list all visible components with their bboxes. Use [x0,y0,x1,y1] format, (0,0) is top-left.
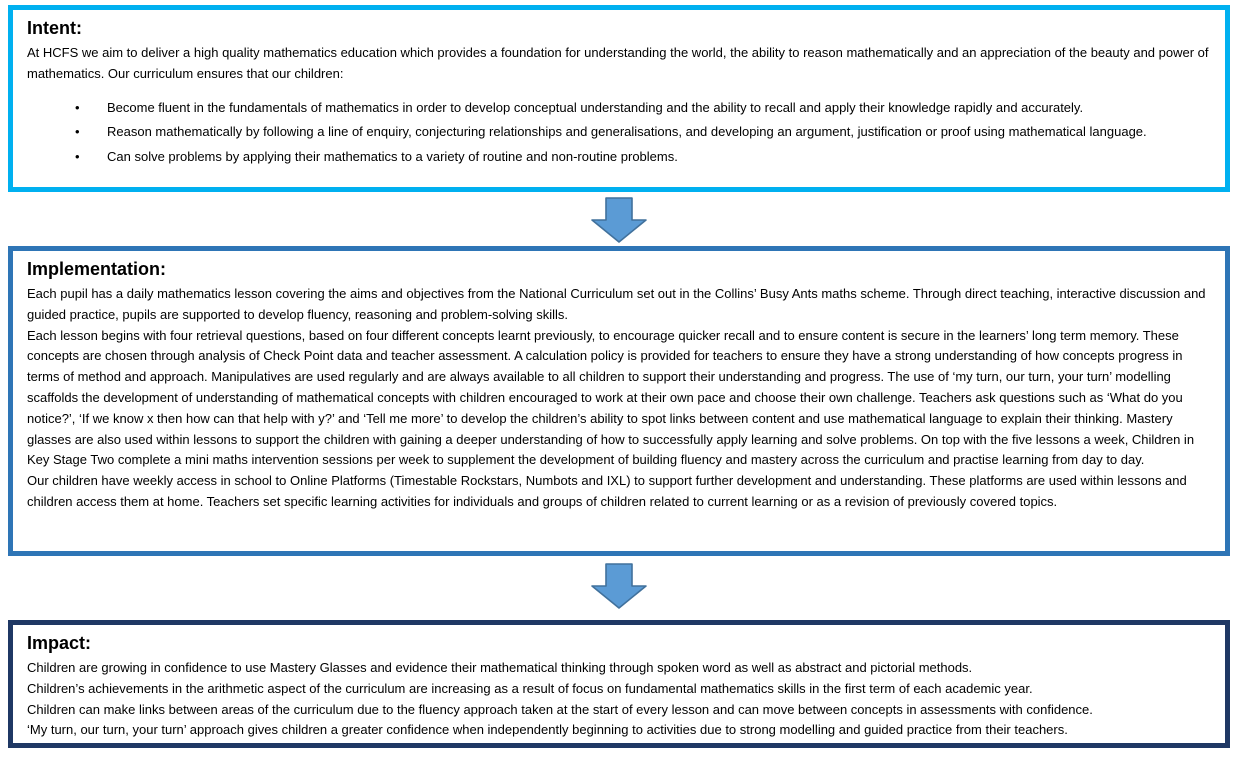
intent-intro-paragraph: At HCFS we aim to deliver a high quality… [27,45,1209,81]
intent-bullet-item: • Reason mathematically by following a l… [27,122,1209,143]
intent-bullet-text: Can solve problems by applying their mat… [107,149,678,165]
impact-box: Impact: Children are growing in confiden… [8,620,1230,748]
implementation-paragraph: Our children have weekly access in schoo… [27,473,1187,509]
implementation-box: Implementation: Each pupil has a daily m… [8,246,1230,556]
intent-bullet-item: • Become fluent in the fundamentals of m… [27,98,1209,119]
intent-bullet-text: Reason mathematically by following a lin… [107,124,1147,140]
bullet-icon: • [75,99,80,115]
implementation-paragraph: Each lesson begins with four retrieval q… [27,327,1195,468]
intent-heading: Intent: [27,18,82,38]
down-arrow-icon [591,563,647,609]
implementation-paragraph: Each pupil has a daily mathematics lesso… [27,286,1206,322]
impact-statement: Children can make links between areas of… [27,701,1093,717]
down-arrow-icon [591,197,647,243]
intent-bullet-item: • Can solve problems by applying their m… [27,147,1209,168]
impact-statement: Children are growing in confidence to us… [27,660,973,675]
intent-bullet-list: • Become fluent in the fundamentals of m… [27,98,1209,168]
impact-statement: Children’s achievements in the arithmeti… [27,680,1033,696]
bullet-icon: • [75,149,80,165]
implementation-heading: Implementation: [27,259,167,279]
intent-box: Intent: At HCFS we aim to deliver a high… [8,5,1230,192]
bullet-icon: • [75,124,80,140]
impact-statement: ‘My turn, our turn, your turn’ approach … [27,722,1068,738]
impact-heading: Impact: [27,633,92,653]
intent-bullet-text: Become fluent in the fundamentals of mat… [107,99,1084,115]
